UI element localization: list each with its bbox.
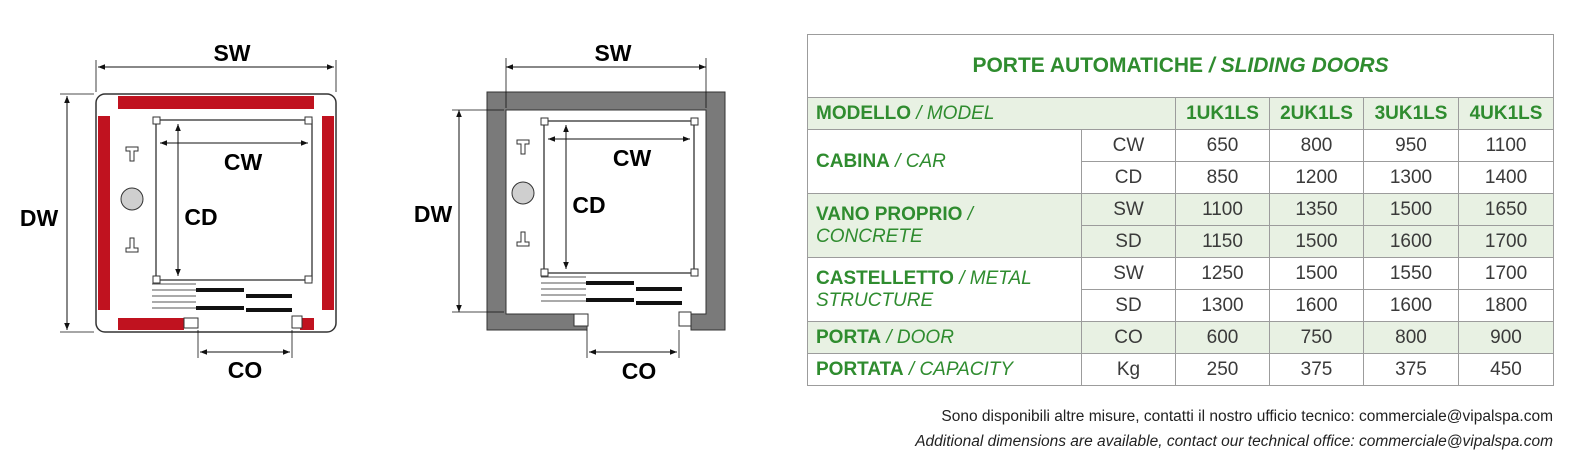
model-header-cell: 4UK1LS — [1457, 97, 1555, 130]
value-cell: 1600 — [1363, 225, 1459, 258]
value-cell: 900 — [1457, 321, 1555, 354]
model-header-row: MODELLO / MODEL 1UK1LS 2UK1LS 3UK1LS 4UK… — [807, 97, 1555, 130]
red-wall-top — [118, 96, 314, 109]
table-title-en: SLIDING DOORS — [1220, 54, 1389, 77]
cw-label: CW — [224, 149, 263, 175]
value-cell: 375 — [1363, 353, 1459, 386]
value-cell: 650 — [1175, 129, 1270, 162]
value-cell: 1500 — [1363, 193, 1459, 226]
row-group-label: PORTA / DOOR — [807, 321, 1082, 354]
parameter-cell: SD — [1081, 289, 1176, 322]
parameter-cell: SW — [1081, 257, 1176, 290]
car-outline — [543, 120, 695, 274]
guide-rail-icon — [516, 231, 530, 247]
dw-label: DW — [414, 201, 453, 227]
guide-rail-icon — [125, 146, 139, 162]
value-cell: 1300 — [1363, 161, 1459, 194]
value-cell: 600 — [1175, 321, 1270, 354]
red-wall-bottom-left — [118, 318, 184, 330]
value-cell: 1500 — [1269, 257, 1364, 290]
value-cell: 950 — [1363, 129, 1459, 162]
value-cell: 1600 — [1269, 289, 1364, 322]
value-cell: 1250 — [1175, 257, 1270, 290]
table-title-it: PORTE AUTOMATICHE — [972, 54, 1204, 77]
parameter-cell: Kg — [1081, 353, 1176, 386]
concrete-shaft-plan-diagram: SW DW CW CD CO — [414, 40, 726, 384]
parameter-cell: SD — [1081, 225, 1176, 258]
table-title: PORTE AUTOMATICHE / SLIDING DOORS — [806, 34, 1555, 98]
parameter-cell: CO — [1081, 321, 1176, 354]
red-wall-left — [98, 116, 110, 310]
parameter-cell: SW — [1081, 193, 1176, 226]
footnote-english: Additional dimensions are available, con… — [915, 433, 1553, 450]
value-cell: 1650 — [1457, 193, 1555, 226]
sliding-door-panels — [541, 276, 692, 327]
guide-rail-icon — [125, 237, 139, 253]
co-label: CO — [622, 358, 657, 384]
value-cell: 1500 — [1269, 225, 1364, 258]
value-cell: 1350 — [1269, 193, 1364, 226]
counterweight-icon — [511, 181, 535, 205]
value-cell: 1550 — [1363, 257, 1459, 290]
value-cell: 850 — [1175, 161, 1270, 194]
model-header-cell: 1UK1LS — [1175, 97, 1270, 130]
value-cell: 1150 — [1175, 225, 1270, 258]
value-cell: 375 — [1269, 353, 1364, 386]
value-cell: 1400 — [1457, 161, 1555, 194]
value-cell: 800 — [1269, 129, 1364, 162]
sliding-doors-spec-table: PORTE AUTOMATICHE / SLIDING DOORS MODELL… — [806, 34, 1555, 386]
value-cell: 1100 — [1457, 129, 1555, 162]
cw-label: CW — [613, 145, 652, 171]
counterweight-icon — [120, 187, 144, 211]
value-cell: 800 — [1363, 321, 1459, 354]
value-cell: 1300 — [1175, 289, 1270, 322]
dw-label: DW — [20, 205, 59, 231]
red-wall-bottom-right — [300, 318, 314, 330]
metal-structure-plan-diagram: SW DW CW CD CO — [20, 40, 337, 383]
sw-label: SW — [594, 40, 631, 66]
footnote-italian: Sono disponibili altre misure, contatti … — [941, 408, 1553, 425]
value-cell: 1200 — [1269, 161, 1364, 194]
row-group-label: PORTATA / CAPACITY — [807, 353, 1082, 386]
cd-label: CD — [572, 192, 605, 218]
value-cell: 750 — [1269, 321, 1364, 354]
value-cell: 1800 — [1457, 289, 1555, 322]
parameter-cell: CW — [1081, 129, 1176, 162]
value-cell: 250 — [1175, 353, 1270, 386]
value-cell: 1100 — [1175, 193, 1270, 226]
value-cell: 450 — [1457, 353, 1555, 386]
value-cell: 1700 — [1457, 225, 1555, 258]
parameter-cell: CD — [1081, 161, 1176, 194]
guide-rail-icon — [516, 139, 530, 155]
value-cell: 1700 — [1457, 257, 1555, 290]
row-group-label: CABINA / CAR — [807, 129, 1082, 194]
value-cell: 1600 — [1363, 289, 1459, 322]
concrete-wall — [486, 91, 726, 331]
model-header-cell: 2UK1LS — [1269, 97, 1364, 130]
model-header-label: MODELLO / MODEL — [807, 97, 1176, 130]
red-wall-right — [322, 116, 334, 310]
model-header-cell: 3UK1LS — [1363, 97, 1459, 130]
sw-label: SW — [213, 40, 250, 66]
row-group-label: VANO PROPRIO / CONCRETE — [807, 193, 1082, 258]
row-group-label: CASTELLETTO / METAL STRUCTURE — [807, 257, 1082, 322]
co-label: CO — [228, 357, 263, 383]
car-outline — [155, 119, 313, 281]
cd-label: CD — [184, 204, 217, 230]
sliding-door-panels — [152, 283, 303, 329]
